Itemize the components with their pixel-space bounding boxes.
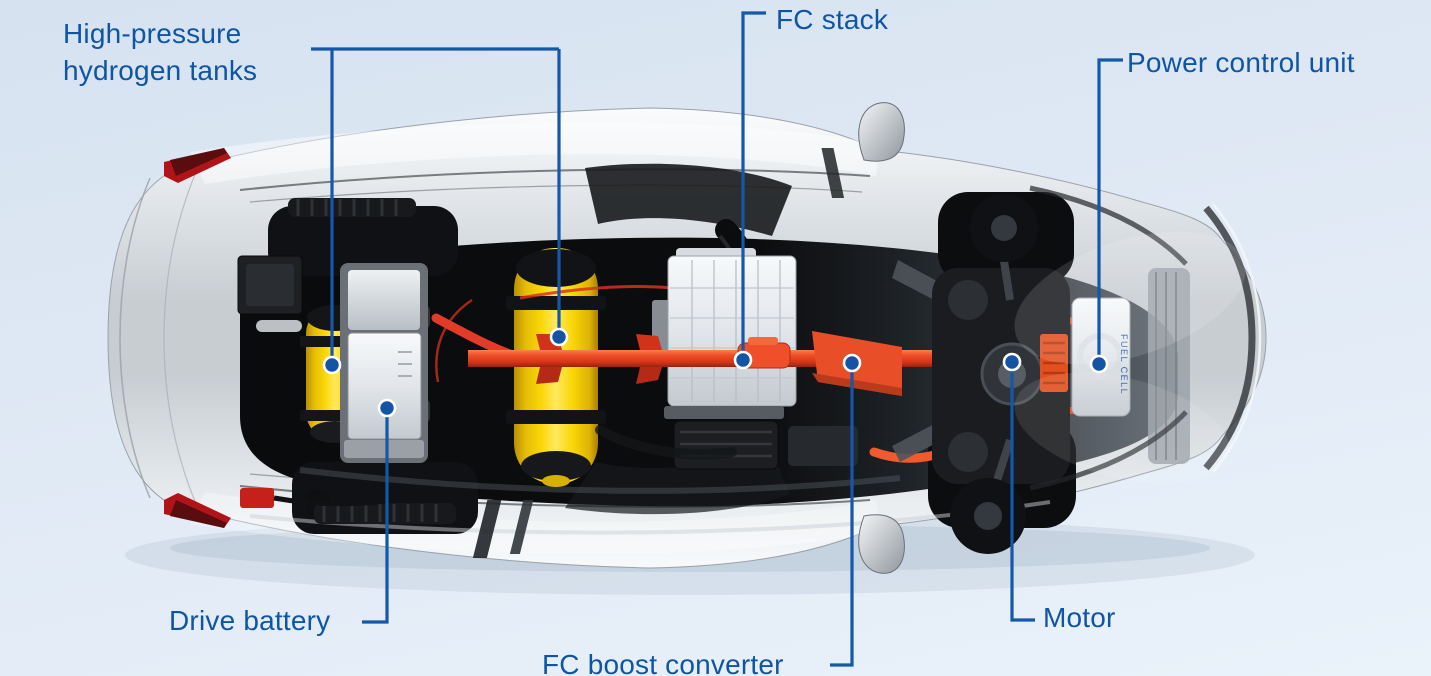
label-motor: Motor: [1043, 602, 1116, 633]
marker-dot-motor: [1002, 352, 1022, 372]
side-mirror-top: [858, 102, 905, 162]
marker-dot-hydrogen-tank-large: [549, 327, 569, 347]
rocker-chrome-stripes: [472, 148, 845, 558]
label-drive-battery: Drive battery: [169, 605, 331, 636]
taillight-bottom: [164, 493, 231, 528]
marker-dot-drive-battery: [377, 398, 397, 418]
label-fc-stack: FC stack: [776, 4, 889, 35]
marker-dot-power-control-unit: [1089, 354, 1109, 374]
marker-dot-fc-stack: [733, 350, 753, 370]
front-wheel-top: [970, 194, 1038, 262]
rear-audio-box: [237, 255, 303, 332]
taillight-top: [164, 148, 231, 183]
leader-motor: [1010, 362, 1035, 622]
leader-fc-boost-converter: [830, 363, 854, 667]
leader-power-control-unit: [1097, 58, 1123, 364]
side-mirror-bottom: [858, 514, 905, 574]
label-fc-boost-converter: FC boost converter: [542, 649, 784, 676]
leader-drive-battery: [362, 408, 389, 624]
marker-dot-fc-boost-converter: [842, 353, 862, 373]
drive-battery-unit: [340, 263, 428, 463]
rear-wheel-bottom-tread: [306, 490, 456, 524]
nose-chrome: [1014, 185, 1262, 491]
rear-12v-terminal: [240, 488, 433, 508]
rear-wheel-top-tread: [288, 198, 416, 217]
marker-dot-hydrogen-tank-small: [322, 355, 342, 375]
front-wheel-bottom: [950, 478, 1026, 554]
leader-fc-stack: [741, 11, 766, 360]
pcu-fuel-cell-badge: FUEL CELL: [1119, 334, 1129, 395]
label-power-control-unit: Power control unit: [1127, 47, 1355, 78]
leader-hydrogen-tanks: [311, 47, 561, 365]
label-hydrogen-tanks: High-pressure hydrogen tanks: [63, 18, 258, 86]
